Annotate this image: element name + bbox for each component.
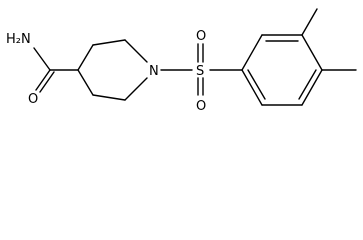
- carboxamide-group: [33, 47, 79, 93]
- sulfonyl-oxygen-bottom-label: O: [196, 99, 206, 114]
- sulfonyl-oxygen-top-label: O: [196, 29, 206, 44]
- bond-c3-c2: [92, 39, 126, 46]
- benzene-ring: [241, 8, 357, 106]
- piperidine-ring: [77, 39, 148, 101]
- bond-c6-c5: [92, 94, 126, 101]
- bond-ar-c6-c1: [241, 69, 263, 106]
- sulfonyl-group: [160, 43, 243, 96]
- bond-carbonyl-c-o-2: [39, 71, 55, 93]
- bond-carbonyl-c-o-1: [35, 69, 51, 91]
- bond-ar-inner-3: [247, 69, 266, 100]
- bond-ar-c4-c5: [301, 69, 323, 106]
- bond-c2-n: [124, 39, 148, 63]
- amide-nh2-label: H₂N: [6, 32, 31, 47]
- amide-oxygen-label: O: [28, 92, 38, 107]
- bond-c5-c4: [77, 69, 94, 96]
- bond-amide-n-carbonyl-c: [33, 47, 51, 71]
- bond-c4-c3: [77, 44, 94, 71]
- bond-n-c6: [124, 77, 148, 101]
- bond-ar-c3-c4: [301, 34, 323, 71]
- sulfur-label: S: [196, 64, 204, 79]
- bond-ar-inner-2: [298, 69, 317, 100]
- bond-ar-c1-c2: [241, 34, 263, 71]
- bond-methyl-3: [301, 8, 318, 36]
- chemical-structure-diagram: H₂N O N S O O: [6, 8, 357, 114]
- ring-nitrogen-label: N: [149, 64, 159, 79]
